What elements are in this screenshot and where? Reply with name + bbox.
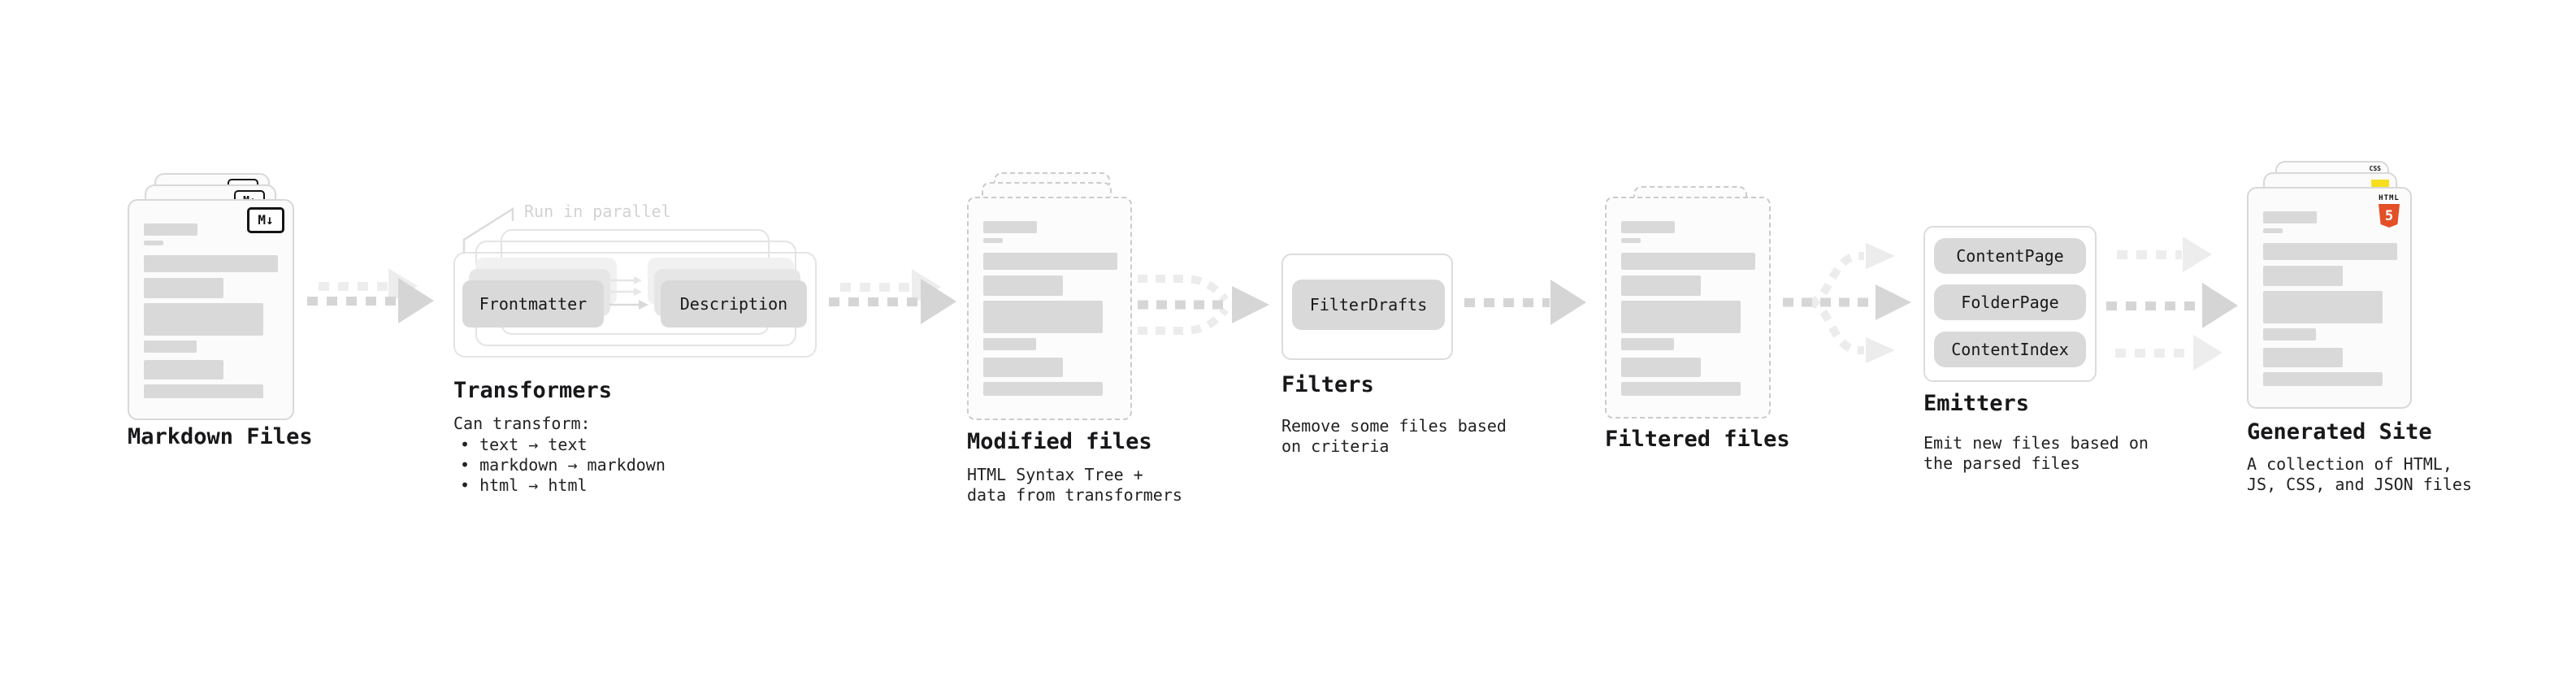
skeleton-bar xyxy=(983,253,1117,270)
fork-arrow-icon xyxy=(1783,243,1911,363)
skeleton-bar xyxy=(2263,228,2283,233)
skeleton-bar xyxy=(144,255,278,272)
markdown-icon: M↓ xyxy=(247,207,284,233)
emitter-pill-contentindex: ContentIndex xyxy=(1934,332,2086,367)
document-skeleton xyxy=(129,201,293,398)
skeleton-bar xyxy=(2263,372,2383,386)
transformers-bullet: • text → text xyxy=(460,435,588,454)
skeleton-bar xyxy=(1621,275,1701,296)
html5-icon: HTML 5 xyxy=(2378,195,2400,228)
converge-arrow-icon xyxy=(1138,275,1269,335)
transformer-pill-description: Description xyxy=(661,280,807,327)
filter-pill-filterdrafts: FilterDrafts xyxy=(1292,280,1445,330)
skeleton-bar xyxy=(2263,211,2317,223)
skeleton-bar xyxy=(983,301,1103,333)
transformers-bullet: • html → html xyxy=(460,475,588,495)
html5-word: HTML xyxy=(2379,194,2400,202)
modified-file-card xyxy=(967,197,1132,420)
run-in-parallel-annotation: Run in parallel xyxy=(524,202,671,221)
generated-desc-line: A collection of HTML, xyxy=(2247,454,2452,474)
transformer-pill-frontmatter: Frontmatter xyxy=(462,280,604,327)
markdown-file-card: M↓ xyxy=(128,199,294,420)
emitter-pill-folderpage: FolderPage xyxy=(1934,284,2086,320)
html5-shield: 5 xyxy=(2379,204,2400,228)
modified-desc-line: data from transformers xyxy=(967,485,1182,505)
annotation-callout-line xyxy=(462,206,514,254)
modified-desc-line: HTML Syntax Tree + xyxy=(967,465,1143,484)
skeleton-bar xyxy=(2263,348,2343,367)
stage-title-generated-site: Generated Site xyxy=(2247,419,2432,445)
emitters-desc-line: the parsed files xyxy=(1923,453,2080,473)
skeleton-bar xyxy=(144,241,163,245)
skeleton-bar xyxy=(1621,253,1755,270)
skeleton-bar xyxy=(1621,358,1701,377)
html5-numeral: 5 xyxy=(2384,207,2394,224)
skeleton-bar xyxy=(983,358,1063,377)
transformer-run-box xyxy=(453,252,817,358)
transformers-bullet: • markdown → markdown xyxy=(460,455,666,475)
skeleton-bar xyxy=(2263,266,2343,286)
skeleton-bar xyxy=(1621,238,1641,243)
skeleton-bar xyxy=(144,278,223,298)
generated-desc-line: JS, CSS, and JSON files xyxy=(2247,475,2472,494)
skeleton-bar xyxy=(144,223,197,236)
skeleton-bar xyxy=(1621,221,1675,233)
emitter-pill-contentpage: ContentPage xyxy=(1934,238,2086,274)
document-skeleton xyxy=(2249,189,2410,386)
skeleton-bar xyxy=(983,338,1036,350)
skeleton-bar xyxy=(1621,382,1741,396)
stage-title-filters: Filters xyxy=(1281,372,1374,397)
filters-desc-line: Remove some files based xyxy=(1281,416,1507,436)
skeleton-bar xyxy=(1621,301,1741,333)
document-skeleton xyxy=(969,198,1130,396)
skeleton-bar xyxy=(144,360,223,380)
skeleton-bar xyxy=(1621,338,1674,350)
generated-html-card: HTML 5 xyxy=(2247,187,2412,409)
skeleton-bar xyxy=(144,340,197,353)
skeleton-bar xyxy=(144,384,263,398)
skeleton-bar xyxy=(2263,328,2316,340)
stage-title-modified-files: Modified files xyxy=(967,429,1152,454)
skeleton-bar xyxy=(2263,243,2397,260)
document-skeleton xyxy=(1607,198,1769,396)
transformers-desc-intro: Can transform: xyxy=(453,414,591,433)
stage-title-markdown-files: Markdown Files xyxy=(128,424,313,449)
filters-desc-line: on criteria xyxy=(1281,436,1390,456)
stage-title-filtered-files: Filtered files xyxy=(1605,427,1790,452)
filtered-file-card xyxy=(1605,197,1771,419)
skeleton-bar xyxy=(983,238,1003,243)
skeleton-bar xyxy=(983,382,1103,396)
stage-title-transformers: Transformers xyxy=(453,378,613,403)
skeleton-bar xyxy=(983,221,1037,233)
skeleton-bar xyxy=(144,303,263,336)
stage-title-emitters: Emitters xyxy=(1923,391,2030,416)
emitters-desc-line: Emit new files based on xyxy=(1923,433,2149,453)
parallel-arrows-icon xyxy=(609,276,648,310)
skeleton-bar xyxy=(983,275,1063,296)
skeleton-bar xyxy=(2263,291,2383,323)
